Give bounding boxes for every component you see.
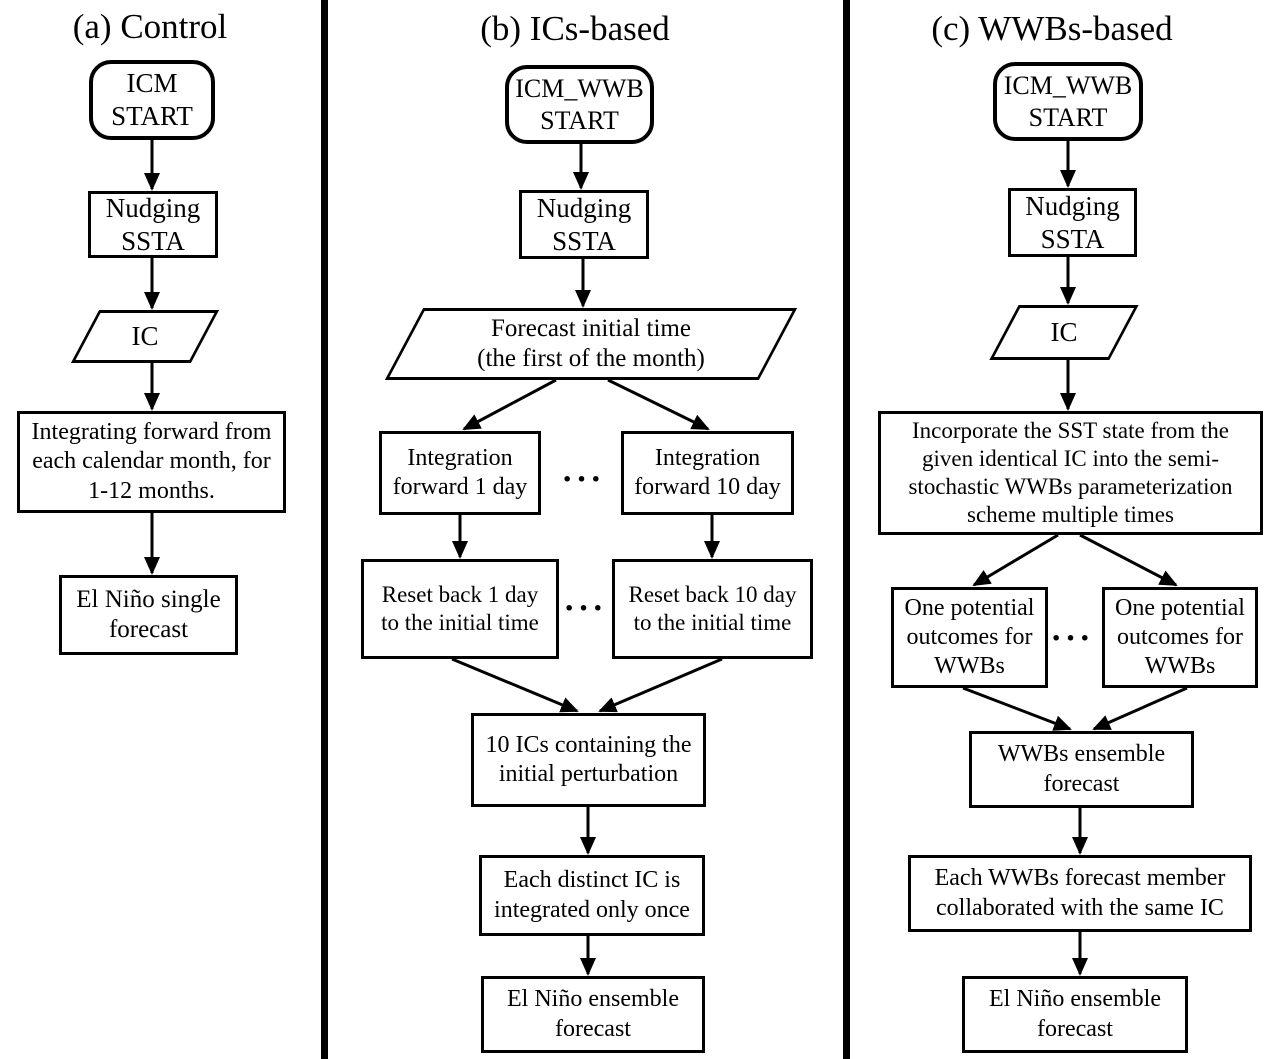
node-b-integration-1-label: Integration forward 1 day bbox=[392, 444, 528, 500]
node-b-ten-ics: 10 ICs containing the initial perturbati… bbox=[471, 713, 706, 807]
node-c-ic-label: IC bbox=[1050, 317, 1078, 348]
node-b-start-label: ICM_WWB START bbox=[515, 73, 644, 135]
node-c-one-potential-left: One potential outcomes for WWBs bbox=[891, 587, 1048, 688]
node-b-ensemble-forecast-label: El Niño ensemble forecast bbox=[507, 986, 679, 1042]
node-c-each-wwbs: Each WWBs forecast member collaborated w… bbox=[908, 855, 1252, 932]
node-b-reset-10: Reset back 10 day to the initial time bbox=[612, 559, 813, 659]
node-b-ensemble-forecast: El Niño ensemble forecast bbox=[481, 976, 705, 1053]
node-c-one-potential-right: One potential outcomes for WWBs bbox=[1102, 587, 1258, 688]
node-b-reset-10-label: Reset back 10 day to the initial time bbox=[628, 581, 797, 635]
node-b-integration-10-label: Integration forward 10 day bbox=[634, 444, 781, 500]
panel-a-title: (a) Control bbox=[72, 7, 228, 46]
node-c-start: ICM_WWB START bbox=[993, 62, 1143, 141]
node-c-ic: IC bbox=[988, 305, 1140, 360]
node-c-start-label: ICM_WWB START bbox=[1003, 70, 1133, 132]
node-c-one-potential-right-label: One potential outcomes for WWBs bbox=[1115, 594, 1245, 680]
node-b-reset-1-label: Reset back 1 day to the initial time bbox=[381, 581, 539, 635]
node-b-ten-ics-label: 10 ICs containing the initial perturbati… bbox=[485, 731, 692, 787]
node-b-integration-10: Integration forward 10 day bbox=[621, 431, 794, 515]
node-b-integration-1: Integration forward 1 day bbox=[379, 431, 541, 515]
panel-b-title: (b) ICs-based bbox=[480, 9, 670, 48]
node-b-each-distinct: Each distinct IC is integrated only once bbox=[479, 855, 705, 936]
node-c-each-wwbs-label: Each WWBs forecast member collaborated w… bbox=[934, 865, 1226, 921]
node-b-nudging-label: Nudging SSTA bbox=[536, 192, 632, 256]
node-c-incorporate-label: Incorporate the SST state from the given… bbox=[908, 417, 1233, 528]
node-c-wwbs-ensemble: WWBs ensemble forecast bbox=[969, 731, 1194, 808]
node-c-wwbs-ensemble-label: WWBs ensemble forecast bbox=[997, 741, 1166, 797]
node-a-ic: IC bbox=[69, 310, 221, 363]
ellipsis-b-integration: ··· bbox=[561, 461, 605, 498]
node-a-single-forecast-label: El Niño single forecast bbox=[76, 585, 221, 644]
panel-divider-b-c bbox=[843, 0, 850, 1059]
node-c-ensemble-forecast-label: El Niño ensemble forecast bbox=[989, 986, 1161, 1042]
node-a-single-forecast: El Niño single forecast bbox=[59, 575, 238, 655]
node-a-integrating-label: Integrating forward from each calendar m… bbox=[31, 419, 272, 504]
node-b-forecast-initial-time: Forecast initial time (the first of the … bbox=[383, 308, 799, 380]
node-c-one-potential-left-label: One potential outcomes for WWBs bbox=[904, 594, 1035, 680]
node-b-reset-1: Reset back 1 day to the initial time bbox=[361, 559, 559, 659]
node-b-nudging-ssta: Nudging SSTA bbox=[519, 190, 649, 259]
ellipsis-b-reset: ··· bbox=[563, 590, 607, 627]
node-b-each-distinct-label: Each distinct IC is integrated only once bbox=[494, 867, 690, 923]
node-a-ic-label: IC bbox=[131, 321, 159, 352]
ellipsis-c-outcomes: ··· bbox=[1050, 620, 1094, 657]
node-a-start: ICM START bbox=[89, 60, 215, 140]
panel-divider-a-b bbox=[321, 0, 328, 1059]
node-c-incorporate: Incorporate the SST state from the given… bbox=[878, 411, 1263, 535]
node-b-start: ICM_WWB START bbox=[505, 65, 654, 144]
node-b-forecast-initial-time-label: Forecast initial time (the first of the … bbox=[477, 314, 705, 373]
node-a-nudging-label: Nudging SSTA bbox=[105, 192, 201, 256]
node-c-ensemble-forecast: El Niño ensemble forecast bbox=[962, 976, 1188, 1053]
panel-c-title: (c) WWBs-based bbox=[931, 9, 1173, 48]
node-a-nudging-ssta: Nudging SSTA bbox=[88, 191, 218, 258]
node-a-start-label: ICM START bbox=[111, 68, 193, 131]
node-c-nudging-label: Nudging SSTA bbox=[1025, 190, 1120, 254]
node-c-nudging-ssta: Nudging SSTA bbox=[1008, 188, 1137, 257]
node-a-integrating: Integrating forward from each calendar m… bbox=[17, 411, 286, 513]
